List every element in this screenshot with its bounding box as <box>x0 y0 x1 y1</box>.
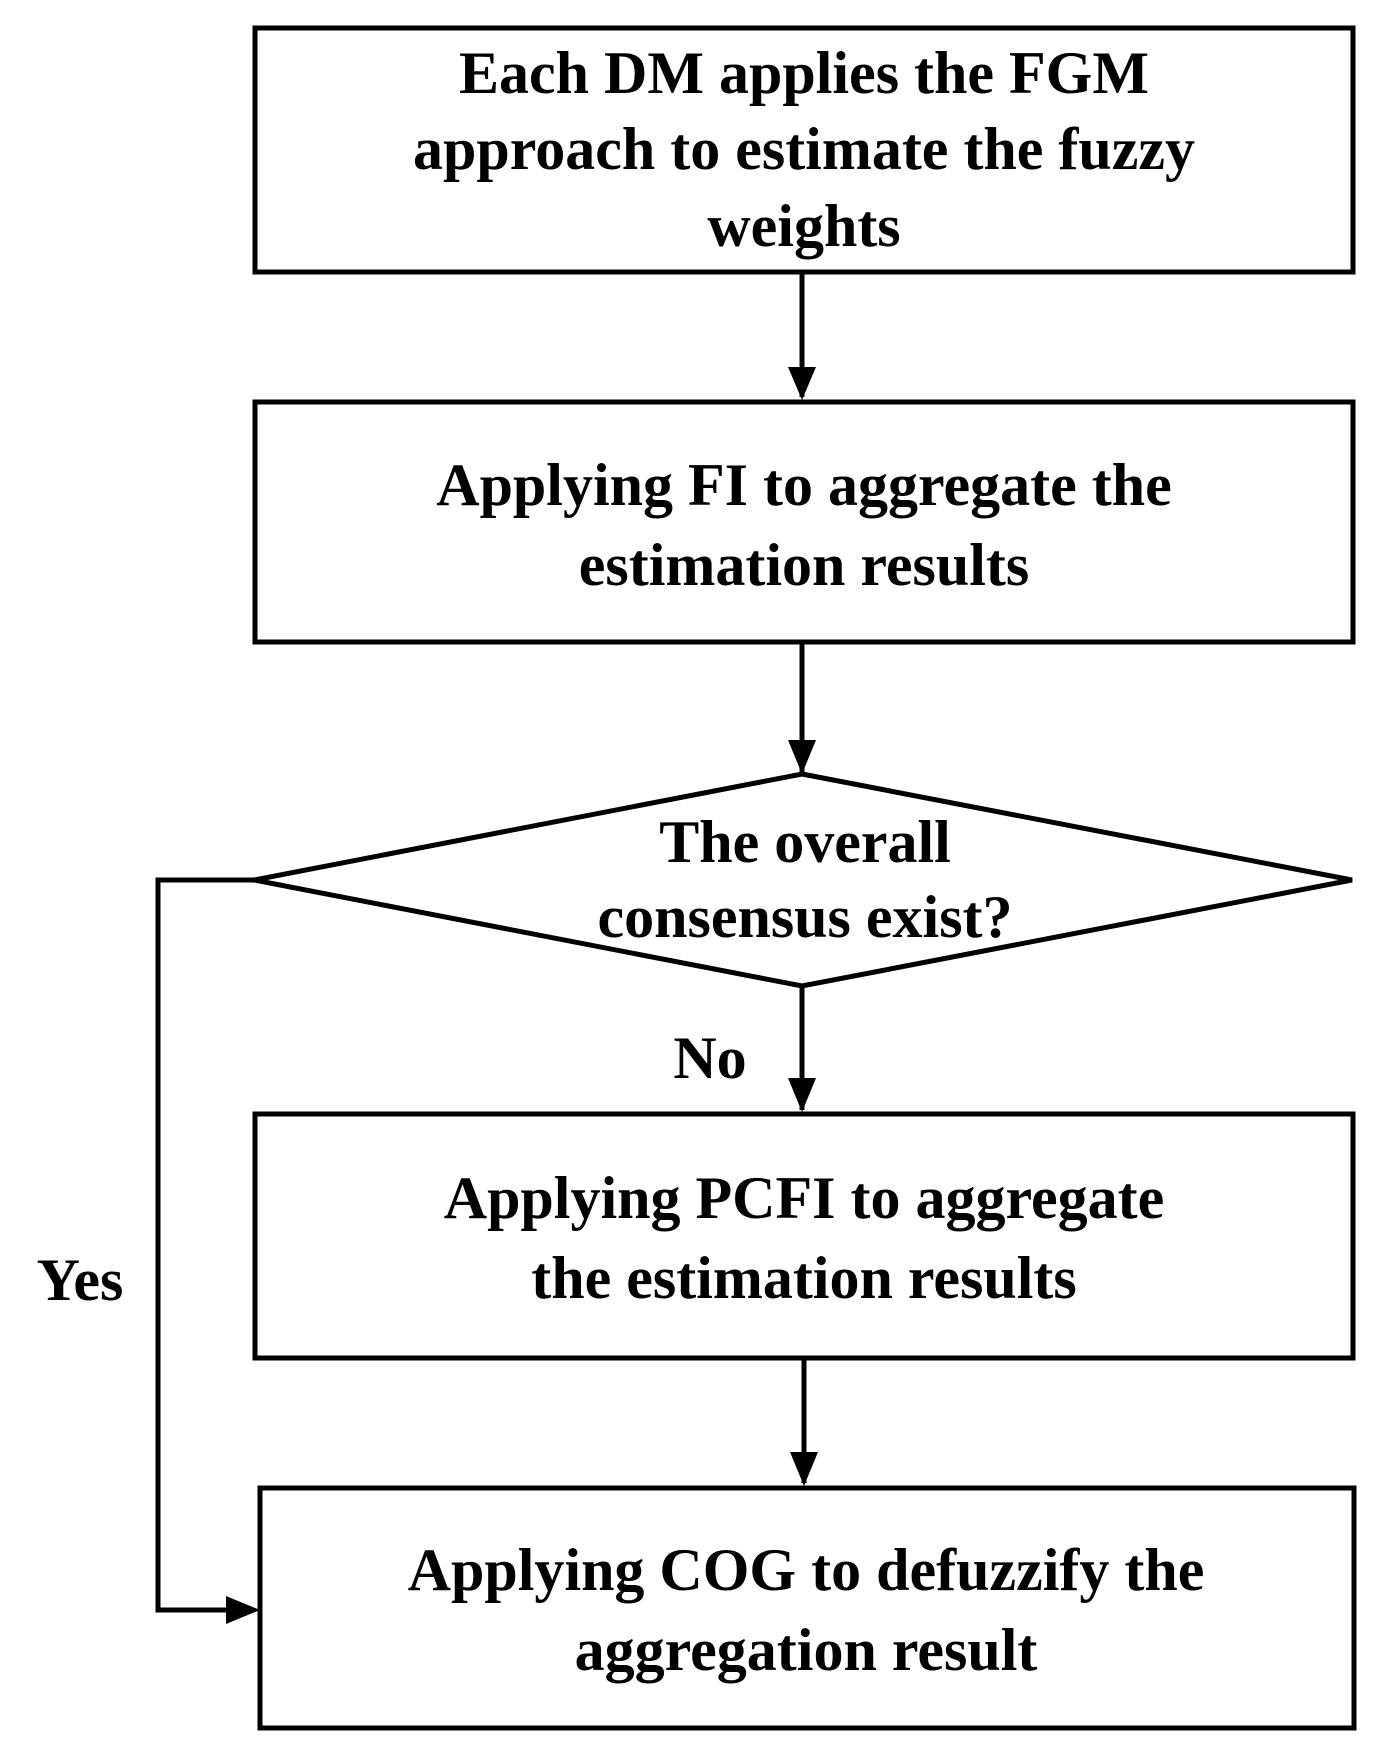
decision-line-1: The overall <box>659 809 951 875</box>
step2-line-2: estimation results <box>579 532 1030 598</box>
yes-label: Yes <box>37 1247 124 1313</box>
step2-box <box>252 399 1356 645</box>
step1-line-3: weights <box>707 193 900 259</box>
step1-line-2: approach to estimate the fuzzy <box>413 116 1195 182</box>
step1-line-1: Each DM applies the FGM <box>459 40 1149 106</box>
step2-line-1: Applying FI to aggregate the <box>436 452 1172 518</box>
step3-line-1: Applying PCFI to aggregate <box>444 1165 1165 1231</box>
decision-line-2: consensus exist? <box>597 884 1012 950</box>
step4-line-2: aggregation result <box>575 1617 1038 1683</box>
arrowhead-yes-to-step4 <box>226 1596 260 1624</box>
arrowhead-step1-to-step2 <box>788 367 816 400</box>
step4-box <box>257 1485 1357 1731</box>
arrowhead-step2-to-decision <box>788 740 816 774</box>
step3-box <box>252 1111 1356 1361</box>
yes-path <box>155 877 254 1613</box>
step1-box <box>252 25 1356 275</box>
arrowhead-step3-to-step4 <box>790 1452 818 1486</box>
no-label: No <box>673 1025 746 1091</box>
decision-diamond <box>253 771 1353 989</box>
arrowhead-decision-to-step3 <box>788 1078 816 1112</box>
step4-line-1: Applying COG to defuzzify the <box>408 1537 1205 1603</box>
step3-line-2: the estimation results <box>531 1245 1077 1311</box>
